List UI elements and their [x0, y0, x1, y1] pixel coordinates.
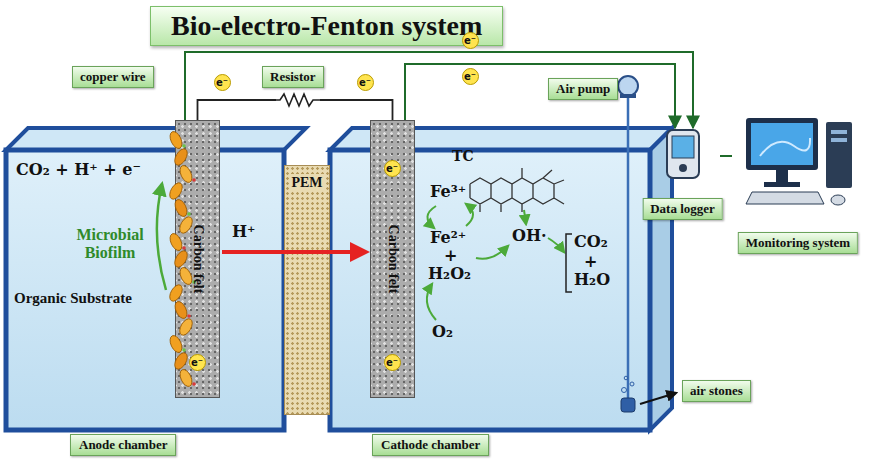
box-label: Air pump: [556, 81, 610, 96]
air-bubble: [630, 382, 634, 386]
electron-marker: e⁻: [214, 74, 231, 91]
biofilm-dot: [192, 382, 196, 386]
reaction-arrow: [548, 238, 564, 252]
air-stones-leader: [640, 393, 676, 404]
reaction-arrow: [427, 284, 436, 320]
reaction-arrow: [524, 210, 526, 224]
electrode-label: Carbon felt: [190, 225, 206, 294]
biofilm-dot: [182, 348, 186, 352]
bacterium: [178, 164, 195, 185]
bacterium: [172, 249, 190, 270]
biofilm-label: Microbial Biofilm: [62, 226, 158, 263]
chamber-label: Anode chamber: [70, 434, 176, 456]
title-text: Bio-electro-Fenton system: [171, 10, 482, 41]
electron-marker: e⁻: [357, 74, 374, 91]
chemical-label: TC: [452, 148, 474, 164]
proton-exchange-membrane: PEM: [284, 165, 330, 415]
bacterium: [168, 334, 185, 355]
chemical-label: CO₂ + H⁺ + e⁻: [16, 160, 141, 179]
reaction-arrow: [427, 206, 436, 228]
product-bracket: [566, 234, 572, 292]
logger-icon: [645, 128, 720, 184]
electrode-label: Carbon felt: [385, 225, 401, 294]
biofilm-dot: [187, 314, 191, 318]
electron-marker: e⁻: [189, 354, 206, 371]
air-pump-base: [620, 94, 636, 98]
biofilm-dot: [182, 246, 186, 250]
chemical-label: OH·: [512, 226, 547, 245]
box-label: air stones: [690, 383, 743, 398]
substrate-arrow: [157, 184, 166, 290]
reactor-chamber: Cathode chamberCarbon felt: [330, 150, 650, 430]
air-stone: [621, 398, 635, 412]
copper-wire: [198, 100, 393, 120]
electron-marker: e⁻: [384, 160, 401, 177]
proton-arrow: [222, 250, 366, 254]
bacterium: [167, 283, 185, 304]
air-bubble: [622, 388, 627, 393]
tc-molecule: [470, 168, 564, 212]
data-logger: Data logger: [645, 128, 720, 220]
bacterium: [168, 232, 185, 253]
device-label: Data logger: [642, 198, 723, 220]
resistor-patch: [276, 93, 320, 107]
electron-marker: e⁻: [462, 32, 479, 49]
chemical-label: Organic Substrate: [14, 290, 132, 307]
label-box: Resistor: [262, 66, 324, 88]
anode-front-face: [6, 150, 284, 430]
electron-marker: e⁻: [462, 68, 479, 85]
label-box: air stones: [682, 380, 751, 402]
label-box: Air pump: [548, 78, 618, 100]
chemical-label: O₂: [432, 322, 453, 341]
bacterium: [172, 351, 190, 372]
chemical-label: Fe²⁺: [430, 228, 466, 247]
resistor-symbol: [272, 94, 324, 106]
chemical-label: CO₂: [574, 232, 608, 251]
signal-wire: [720, 155, 732, 157]
computer-icon: [732, 112, 864, 212]
reaction-arrow: [466, 204, 473, 226]
membrane-label: PEM: [289, 174, 324, 192]
air-bubble: [624, 376, 628, 380]
signal-wire: [185, 52, 693, 128]
bacterium: [178, 368, 195, 389]
biofilm-dot: [182, 144, 186, 148]
electron-marker: e⁻: [384, 354, 401, 371]
label-box: copper wire: [72, 66, 154, 88]
monitoring-computer: Monitoring system: [732, 112, 864, 254]
bacterium: [177, 215, 195, 236]
box-label: Resistor: [270, 69, 316, 84]
chemical-label: Fe³⁺: [430, 182, 466, 201]
anode-top-face: [6, 128, 306, 150]
bacterium: [168, 130, 185, 151]
reaction-arrow: [476, 246, 508, 259]
title-banner: Bio-electro-Fenton system: [150, 6, 503, 46]
bacterium: [178, 266, 195, 287]
biofilm-dot: [192, 178, 196, 182]
chemical-label: +: [444, 246, 457, 265]
bacterium: [167, 181, 185, 202]
bacterium: [172, 147, 190, 168]
chemical-label: +: [584, 252, 597, 271]
chemical-label: H⁺: [232, 222, 256, 241]
air-pump-icon: [618, 76, 638, 96]
microbial-biofilm: [167, 130, 196, 389]
biofilm-dot: [187, 212, 191, 216]
device-label: Monitoring system: [738, 232, 858, 254]
chemical-label: H₂O: [574, 270, 610, 289]
signal-wire: [405, 64, 675, 128]
bacterium: [173, 300, 190, 321]
bacterium: [177, 317, 195, 338]
chamber-label: Cathode chamber: [372, 434, 489, 456]
air-tube: [627, 96, 630, 398]
chemical-label: H₂O₂: [428, 264, 471, 283]
box-label: copper wire: [80, 69, 146, 84]
biofilm-dot: [192, 280, 196, 284]
bacterium: [173, 198, 190, 219]
